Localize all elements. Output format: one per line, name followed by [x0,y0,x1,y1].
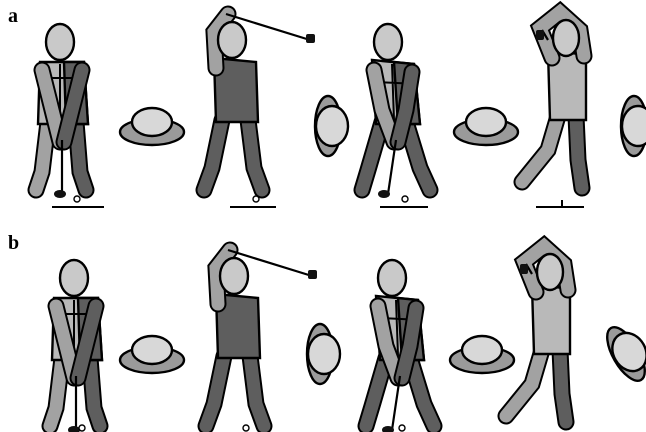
disc-b4 [600,318,646,386]
golfer-finish-b [506,246,570,422]
golfer-impact-a [362,24,430,198]
ball-b2 [243,425,249,431]
ground-marker-a4 [536,200,584,207]
panel-label-a: a [8,5,18,27]
golfer-top-a [204,14,315,190]
disc-b1 [120,336,184,373]
golfer-finish-a [522,12,586,188]
disc-a4 [621,96,646,156]
ground-marker-a3 [380,196,428,207]
ball-b3 [399,425,405,431]
ball-b1 [79,425,85,431]
panel-label-b: b [8,232,19,254]
disc-b2 [307,324,340,384]
disc-a1 [120,108,184,145]
golfer-top-b [206,250,317,426]
golfer-impact-b [366,260,434,432]
disc-a2 [315,96,348,156]
golfer-address-a [36,24,88,198]
golfer-address-b [50,260,102,432]
panel-b: b [8,232,646,432]
ground-marker-a2 [230,196,276,207]
panel-a: a [8,5,646,207]
disc-a3 [454,108,518,145]
disc-b3 [450,336,514,373]
